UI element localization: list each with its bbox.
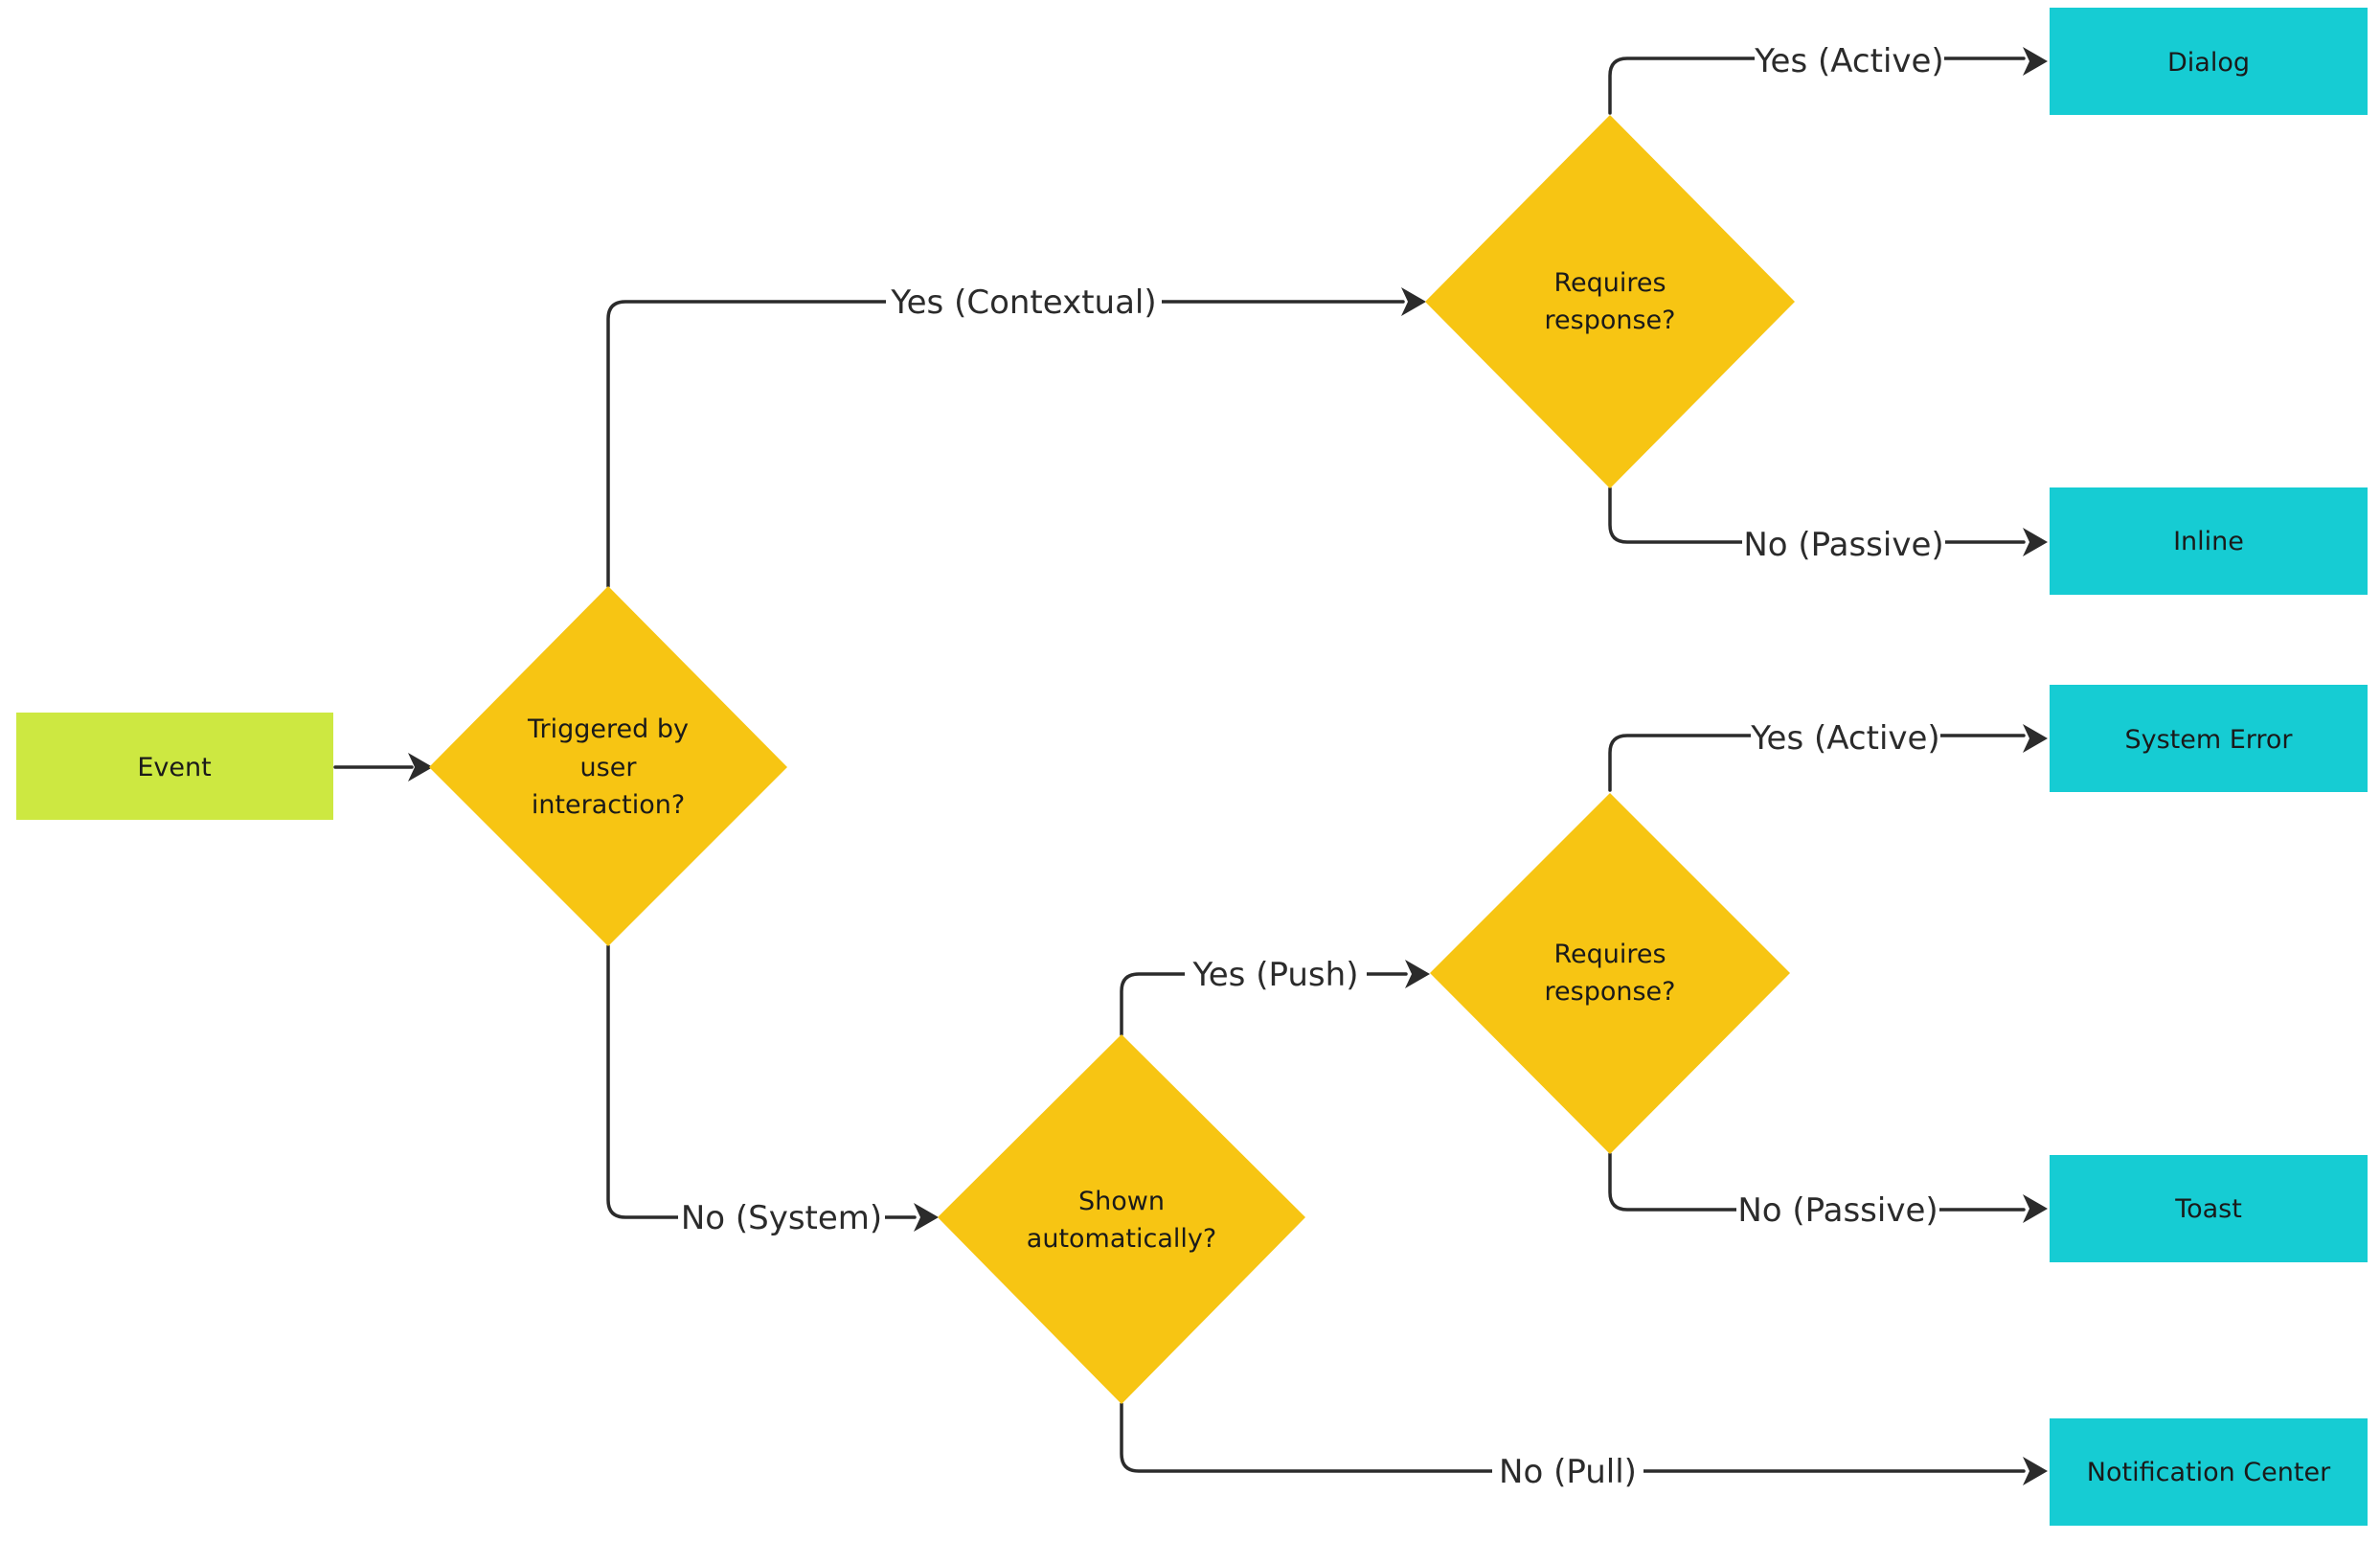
edge-yes-active-2: Yes (Active) [1608, 714, 2048, 792]
edge-label-yes-contextual: Yes (Contextual) [890, 283, 1156, 322]
node-outcome-system-error: System Error [2050, 685, 2368, 792]
node-decision-requires-1-line-2: response? [1545, 306, 1676, 335]
node-outcome-notification-center: Notification Center [2050, 1418, 2368, 1526]
edge-label-yes-active-2: Yes (Active) [1750, 719, 1939, 758]
node-outcome-toast: Toast [2050, 1155, 2368, 1262]
node-outcome-system-error-label: System Error [2124, 725, 2293, 755]
node-decision-requires-2-line-1: Requires [1553, 940, 1666, 969]
node-event-label: Event [137, 753, 211, 782]
node-decision-shown-line-1: Shown [1078, 1187, 1165, 1216]
node-event: Event [16, 713, 333, 820]
edge-yes-push: Yes (Push) [1120, 950, 1430, 1036]
arrowhead-icon [2023, 47, 2048, 76]
edge-no-passive-1: No (Passive) [1608, 487, 2048, 568]
edge-label-no-passive-2: No (Passive) [1737, 1191, 1938, 1230]
edge-event-to-triggered [333, 753, 433, 782]
arrowhead-icon [2023, 1457, 2048, 1485]
node-outcome-dialog-label: Dialog [2167, 48, 2250, 78]
node-outcome-notification-center-label: Notification Center [2087, 1458, 2331, 1487]
edge-label-no-pull: No (Pull) [1499, 1453, 1637, 1491]
arrowhead-icon [914, 1203, 939, 1232]
edge-label-yes-push: Yes (Push) [1192, 956, 1359, 994]
node-outcome-dialog: Dialog [2050, 8, 2368, 115]
node-outcome-inline-label: Inline [2173, 527, 2244, 556]
node-decision-triggered: Triggered by user interaction? [429, 586, 787, 946]
node-decision-shown-line-2: automatically? [1027, 1224, 1216, 1254]
arrowhead-icon [1405, 960, 1430, 988]
arrowhead-icon [2023, 1194, 2048, 1223]
arrowhead-icon [408, 753, 433, 782]
edge-yes-active-1: Yes (Active) [1608, 36, 2048, 115]
node-outcome-inline: Inline [2050, 487, 2368, 595]
edge-label-no-passive-1: No (Passive) [1743, 526, 1943, 564]
node-decision-triggered-line-2: user [580, 753, 638, 782]
node-decision-triggered-line-3: interaction? [532, 790, 685, 820]
edge-no-system: No (System) [606, 944, 939, 1241]
node-decision-requires-response-1: Requires response? [1425, 115, 1795, 488]
arrowhead-icon [1401, 287, 1426, 316]
edge-yes-contextual: Yes (Contextual) [606, 278, 1426, 588]
edge-label-yes-active-1: Yes (Active) [1754, 42, 1943, 80]
edge-no-passive-2: No (Passive) [1608, 1152, 2048, 1234]
edge-label-no-system: No (System) [681, 1199, 882, 1237]
arrowhead-icon [2023, 724, 2048, 753]
node-decision-shown-automatically: Shown automatically? [938, 1034, 1305, 1404]
node-decision-requires-response-2: Requires response? [1430, 793, 1790, 1154]
node-outcome-toast-label: Toast [2174, 1194, 2242, 1224]
edge-no-pull: No (Pull) [1120, 1402, 2048, 1495]
node-decision-requires-1-line-1: Requires [1553, 268, 1666, 298]
node-decision-triggered-line-1: Triggered by [527, 714, 689, 744]
arrowhead-icon [2023, 528, 2048, 556]
node-decision-requires-2-line-2: response? [1545, 977, 1676, 1007]
